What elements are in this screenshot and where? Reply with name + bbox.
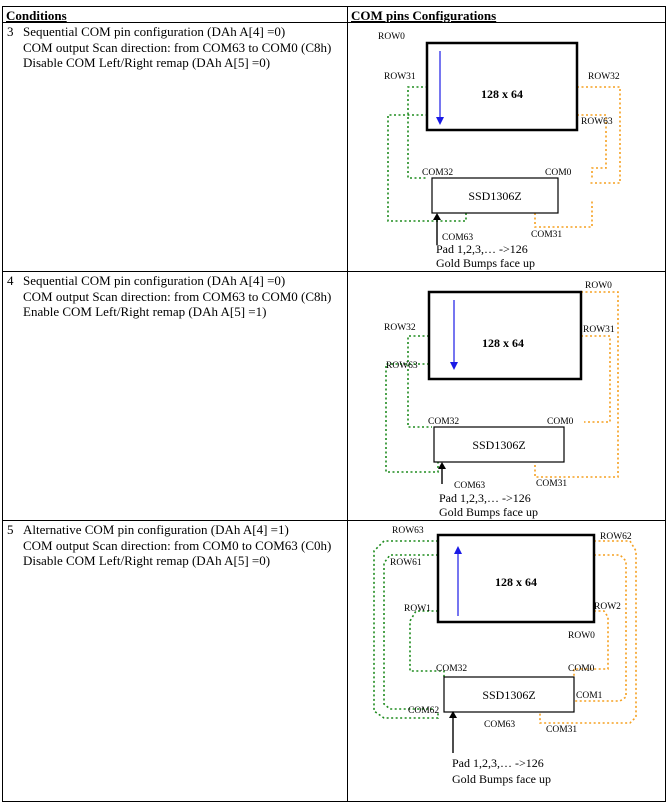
display-panel	[436, 533, 596, 624]
scan-arrow-head	[450, 362, 458, 370]
condition-line: Disable COM Left/Right remap (DAh A[5] =…	[23, 55, 271, 70]
com-label: COM31	[531, 230, 562, 240]
chip-label: SSD1306Z	[482, 688, 535, 702]
row-label: ROW2	[594, 602, 621, 612]
orange-trace	[534, 201, 593, 228]
green-trace	[383, 554, 438, 710]
com-config-table: Conditions COM pins Configurations 3 Seq…	[2, 6, 666, 802]
panel-label: 128 x 64	[481, 87, 523, 101]
scan-arrow-head	[454, 546, 462, 554]
orange-trace	[577, 114, 607, 178]
com-label: COM31	[546, 725, 577, 735]
condition-row-4: 4 Sequential COM pin configuration (DAh …	[7, 273, 347, 320]
row-label: ROW61	[390, 558, 422, 568]
row-label: ROW63	[581, 117, 613, 127]
com-label: COM0	[545, 168, 572, 178]
row-label: ROW31	[583, 325, 615, 335]
gold-bumps-label: Gold Bumps face up	[439, 505, 538, 519]
pad-arrow-head	[433, 213, 441, 220]
header-divider	[3, 22, 665, 23]
condition-line: Enable COM Left/Right remap (DAh A[5] =1…	[23, 304, 267, 319]
com-label: COM0	[547, 417, 574, 427]
orange-trace	[581, 335, 611, 423]
orange-trace	[534, 291, 619, 478]
condition-row-5: 5 Alternative COM pin configuration (DAh…	[7, 522, 347, 569]
green-trace	[407, 335, 432, 428]
row-label: ROW63	[386, 361, 418, 371]
com-pins-header: COM pins Configurations	[351, 8, 497, 23]
green-trace	[387, 114, 467, 222]
com-diagram-3: 128 x 64 SSD1306Z ROW0 ROW31 ROW32 ROW63…	[378, 32, 621, 270]
orange-trace	[577, 86, 621, 184]
conditions-header: Conditions	[6, 8, 67, 23]
row-label: ROW0	[378, 32, 405, 42]
condition-line: COM output Scan direction: from COM0 to …	[23, 537, 332, 553]
green-trace	[407, 86, 432, 179]
scan-arrow-head	[436, 117, 444, 125]
chip-label: SSD1306Z	[468, 189, 521, 203]
condition-line: Disable COM Left/Right remap (DAh A[5] =…	[23, 553, 271, 568]
condition-line: Sequential COM pin configuration (DAh A[…	[23, 273, 286, 288]
condition-row-3: 3 Sequential COM pin configuration (DAh …	[7, 24, 347, 71]
com-label: COM0	[568, 664, 595, 674]
com-label: COM32	[422, 168, 453, 178]
condition-line: COM output Scan direction: from COM63 to…	[23, 39, 332, 55]
com-label: COM63	[442, 233, 473, 243]
row-label: ROW0	[585, 281, 612, 291]
driver-chip	[433, 426, 565, 463]
green-trace	[373, 540, 439, 719]
pad-label: Pad 1,2,3,… ->126	[452, 756, 544, 770]
row-label: ROW32	[588, 72, 620, 82]
com-label: COM63	[484, 720, 515, 730]
row-number: 5	[7, 522, 14, 537]
panel-label: 128 x 64	[495, 575, 537, 589]
com-diagram-5: 128 x 64 SSD1306Z ROW63 ROW62 ROW61 ROW1…	[373, 526, 637, 786]
condition-line: COM output Scan direction: from COM63 to…	[23, 288, 332, 304]
chip-label: SSD1306Z	[472, 438, 525, 452]
row-label: ROW1	[404, 604, 431, 614]
orange-trace	[573, 610, 609, 677]
pad-label: Pad 1,2,3,… ->126	[436, 242, 528, 256]
com-label: COM63	[454, 481, 485, 491]
com-label: COM62	[408, 706, 439, 716]
row-divider-2	[3, 520, 665, 521]
row-divider-1	[3, 271, 665, 272]
com-label: COM1	[576, 691, 603, 701]
row-label: ROW31	[384, 72, 416, 82]
row-label: ROW0	[568, 631, 595, 641]
green-trace	[385, 363, 439, 473]
green-trace	[409, 610, 445, 677]
condition-line: Sequential COM pin configuration (DAh A[…	[23, 24, 286, 39]
com-label: COM32	[428, 417, 459, 427]
row-number: 4	[7, 273, 14, 288]
driver-chip	[443, 676, 575, 713]
row-label: ROW62	[600, 532, 632, 542]
row-number: 3	[7, 24, 14, 39]
column-divider	[347, 7, 348, 801]
pad-arrow-head	[438, 462, 446, 469]
driver-chip	[431, 177, 559, 214]
com-label: COM31	[536, 479, 567, 489]
com-label: COM32	[436, 664, 467, 674]
panel-label: 128 x 64	[482, 336, 524, 350]
orange-trace	[539, 540, 637, 724]
condition-line: Alternative COM pin configuration (DAh A…	[23, 522, 289, 537]
gold-bumps-label: Gold Bumps face up	[436, 256, 535, 270]
orange-trace	[574, 554, 627, 702]
row-label: ROW32	[384, 323, 416, 333]
gold-bumps-label: Gold Bumps face up	[452, 772, 551, 786]
pad-arrow-head	[449, 711, 457, 718]
pad-label: Pad 1,2,3,… ->126	[439, 491, 531, 505]
display-panel	[425, 41, 579, 132]
com-diagram-4: 128 x 64 SSD1306Z ROW0 ROW32 ROW31 ROW63…	[384, 281, 619, 519]
row-label: ROW63	[392, 526, 424, 536]
